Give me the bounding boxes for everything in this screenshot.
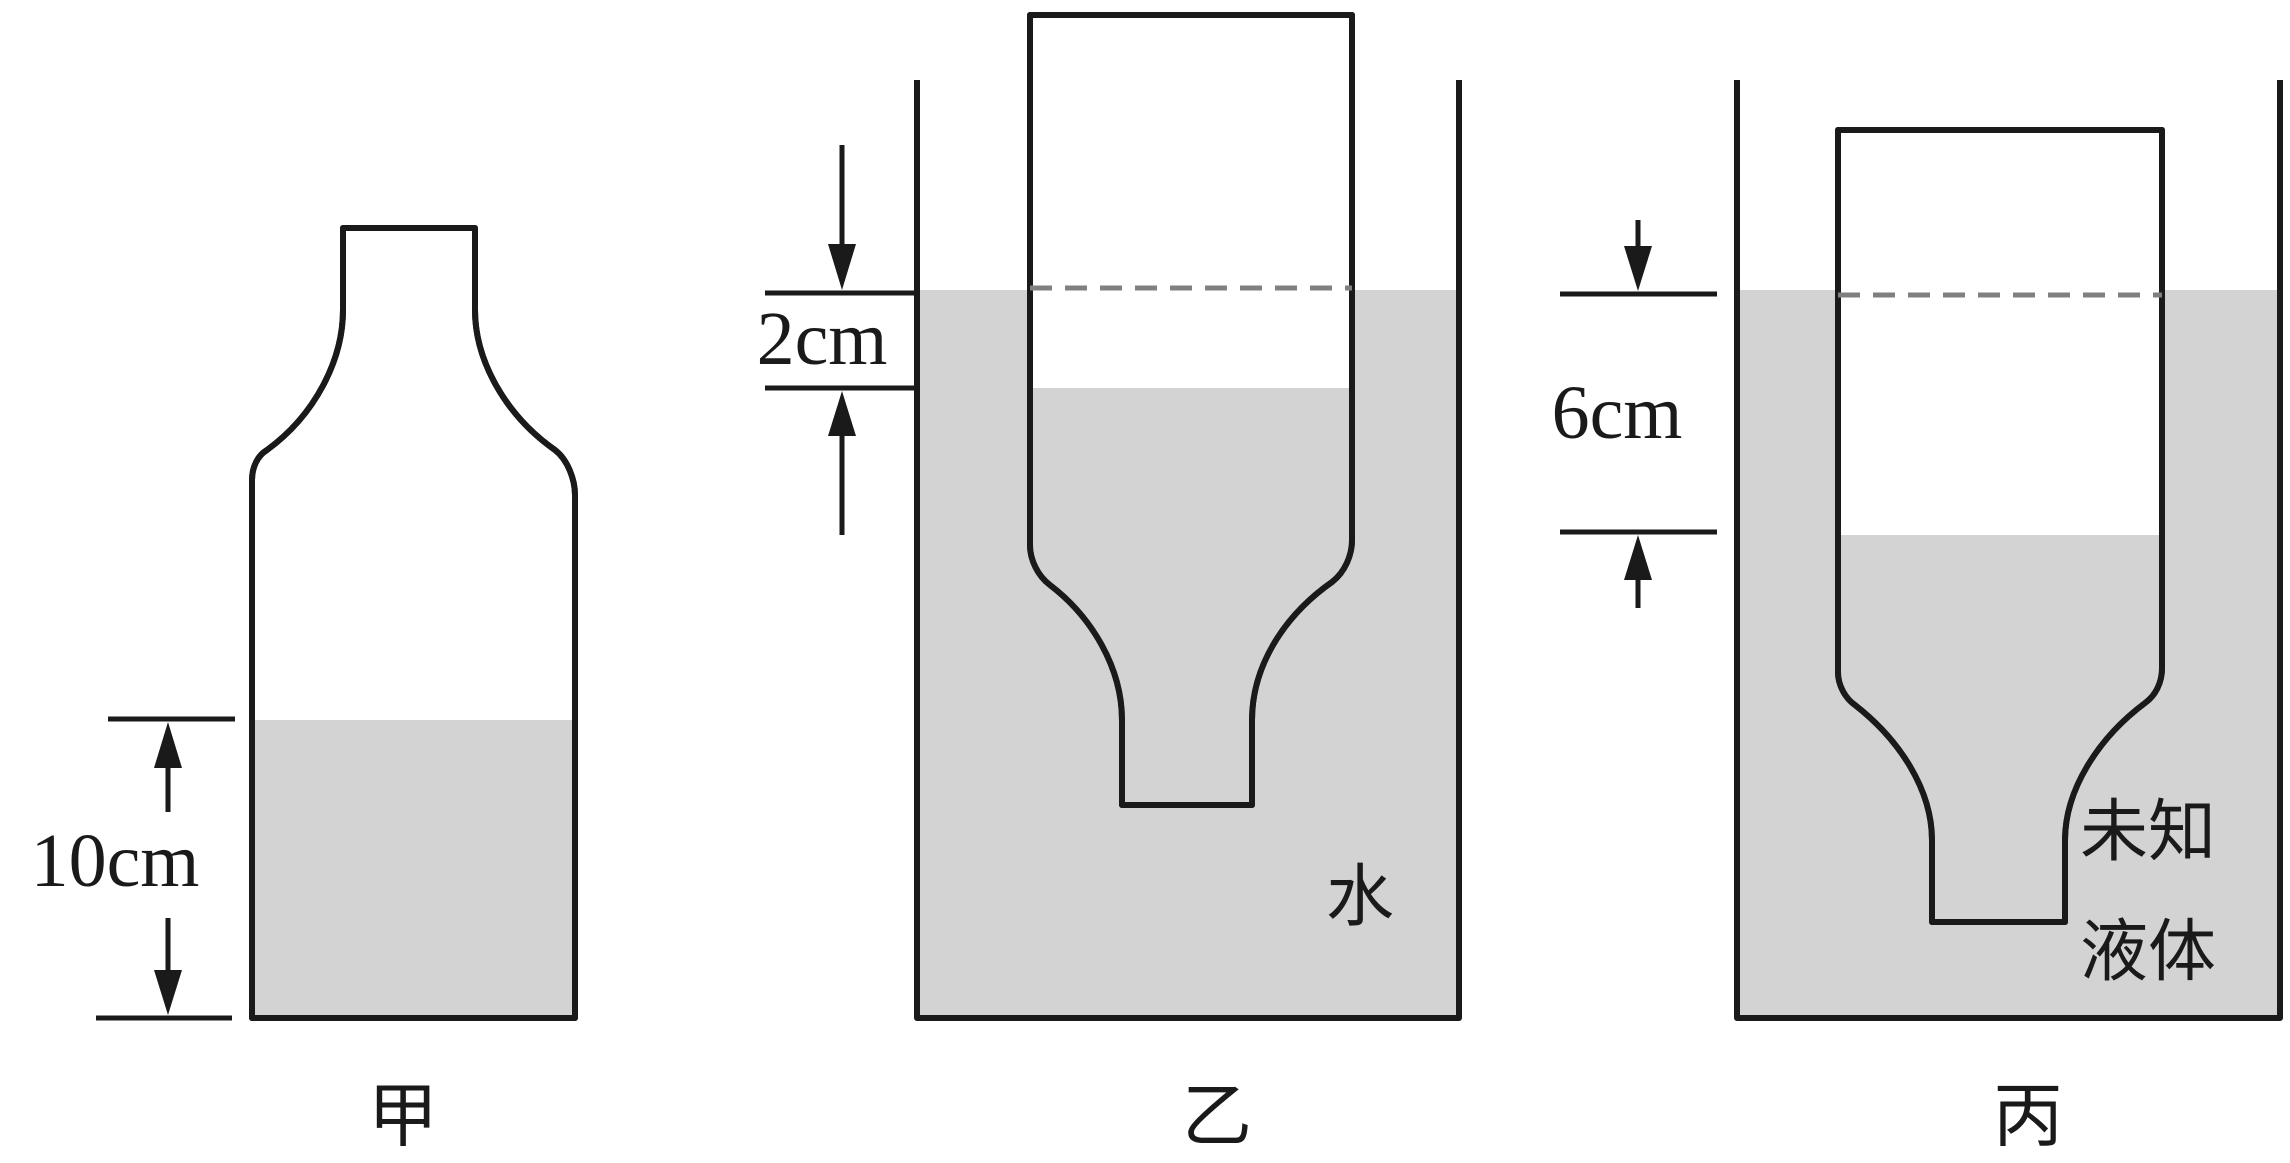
liquid-label-unknown-line2: 液体 (2080, 913, 2216, 992)
dim-yi-up-arrow (828, 391, 856, 436)
dim-bing-up-arrow (1624, 535, 1652, 580)
dim-yi-label: 2cm (757, 297, 888, 381)
caption-bing: 丙 (1993, 1075, 2063, 1157)
water-jia (255, 720, 572, 1015)
caption-jia: 甲 (368, 1075, 438, 1157)
figure-jia: 10cm 甲 (31, 225, 578, 1157)
liquid-label-water: 水 (1326, 858, 1394, 937)
bottle-yi-outline (1027, 12, 1355, 808)
liquid-label-unknown-line1: 未知 (2080, 793, 2216, 872)
caption-yi: 乙 (1182, 1075, 1252, 1157)
container-yi (914, 80, 1462, 1021)
dim-yi-down-arrow (828, 244, 856, 290)
dim-bing-label: 6cm (1552, 371, 1683, 455)
bottle-jia-outline (249, 225, 578, 1021)
dim-jia-up-arrow (154, 722, 182, 768)
liquid-bing-inside (1841, 535, 2159, 919)
dim-jia-label: 10cm (31, 819, 200, 903)
figure-yi: 2cm 水 乙 (757, 12, 1462, 1157)
dim-bing-down-arrow (1624, 246, 1652, 291)
bottle-bing-outline (1835, 127, 2165, 925)
container-bing (1734, 80, 2283, 1021)
water-yi-inside (1033, 388, 1349, 802)
dim-jia-down-arrow (154, 970, 182, 1015)
figure-bing: 6cm 未知 液体 丙 (1552, 80, 2283, 1157)
